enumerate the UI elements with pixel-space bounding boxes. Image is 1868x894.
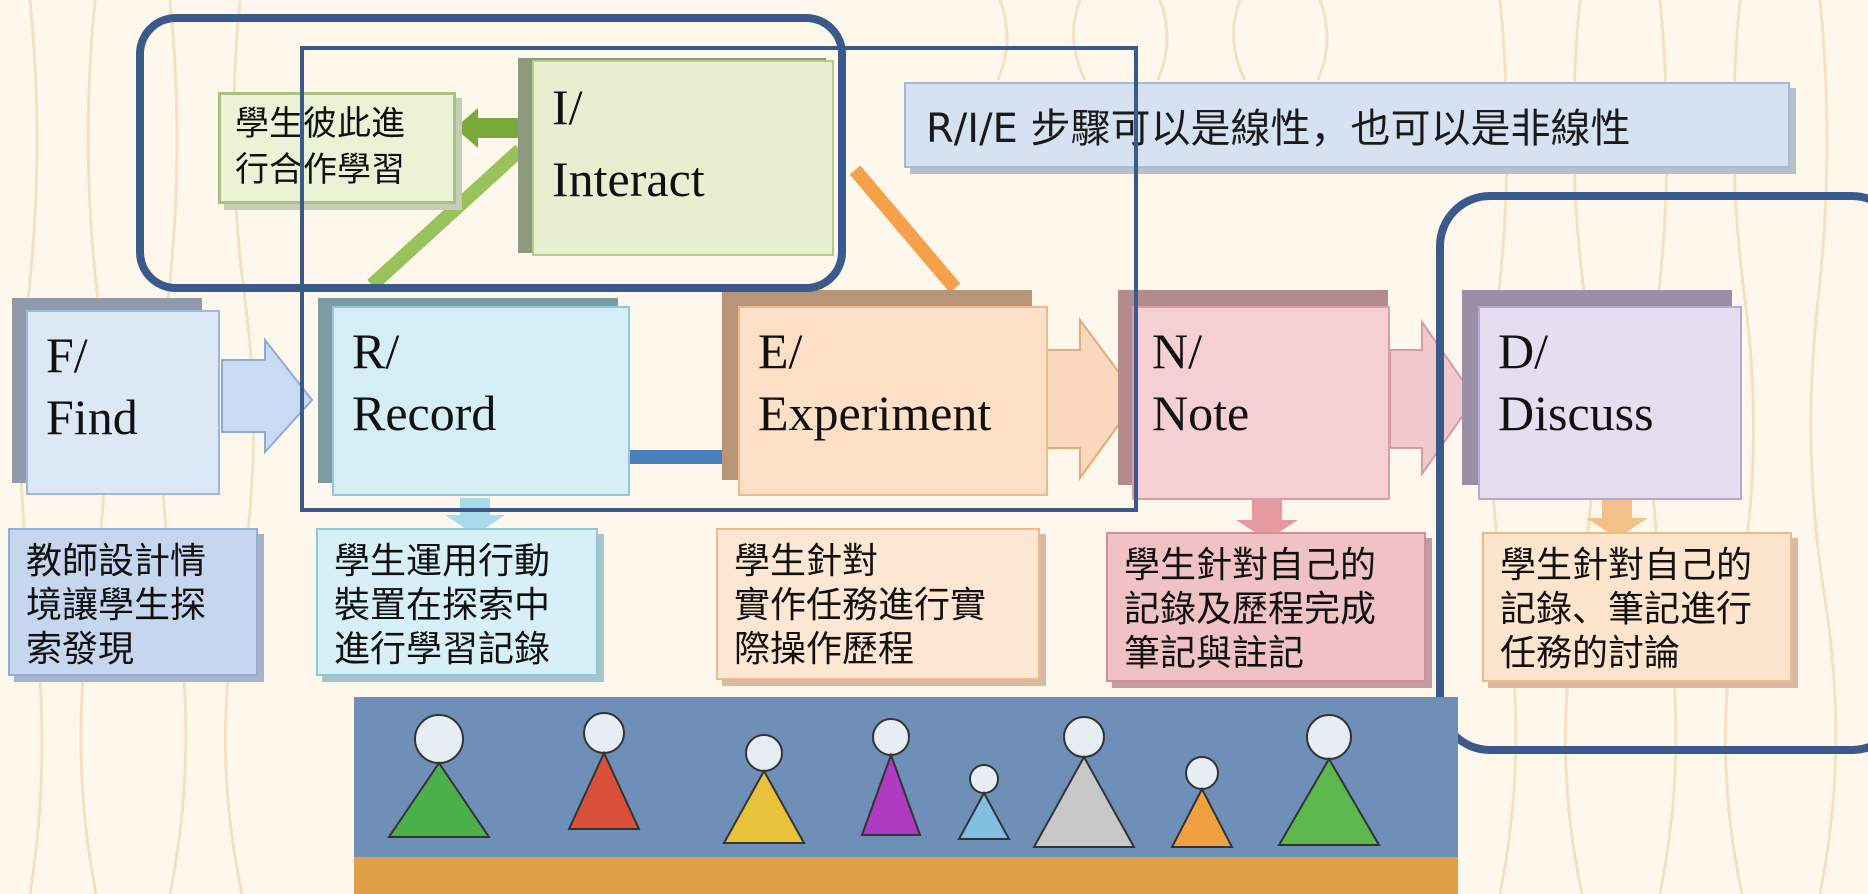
step-discuss: D/ Discuss (1478, 306, 1742, 500)
step-interact: I/ Interact (532, 60, 834, 256)
experiment-letter: E/ (758, 323, 803, 379)
interact-highlight-frame (136, 14, 846, 292)
record-desc-line: 學生運用行動 (334, 541, 551, 582)
interact-experiment-link (849, 165, 961, 293)
step-note: N/ Note (1132, 306, 1390, 500)
discuss-word: Discuss (1498, 385, 1654, 441)
record-letter: R/ (352, 323, 400, 379)
discuss-highlight-frame (1436, 192, 1868, 754)
find-desc: 教師設計情 境讓學生探 索發現 (8, 528, 258, 676)
experiment-desc-line: 際操作歷程 (734, 629, 915, 670)
record-down-arrow (445, 498, 505, 535)
note-letter: N/ (1152, 323, 1202, 379)
note-desc-line: 筆記與註記 (1124, 633, 1305, 674)
step-experiment: E/ Experiment (738, 306, 1048, 496)
record-desc-line: 進行學習記錄 (334, 629, 551, 670)
interact-note-arrow (455, 108, 525, 148)
find-word: Find (46, 389, 138, 445)
find-letter: F/ (46, 327, 88, 383)
note-desc-line: 記錄及歷程完成 (1124, 589, 1377, 630)
note-word: Note (1152, 385, 1250, 441)
discuss-desc: 學生針對自己的 記錄、筆記進行 任務的討論 (1482, 532, 1792, 682)
note-desc-line: 學生針對自己的 (1124, 545, 1377, 586)
interact-note-line: 學生彼此進 (235, 104, 405, 144)
interact-letter: I/ (552, 79, 583, 135)
interact-note: 學生彼此進 行合作學習 (218, 92, 456, 204)
discuss-desc-line: 學生針對自己的 (1500, 545, 1753, 586)
record-experiment-link (630, 450, 740, 464)
discuss-down-arrow (1586, 500, 1648, 538)
linearity-note: R/I/E 步驟可以是線性，也可以是非線性 (904, 82, 1790, 168)
find-desc-line: 教師設計情 (26, 541, 207, 582)
record-word: Record (352, 385, 497, 441)
note-desc: 學生針對自己的 記錄及歷程完成 筆記與註記 (1106, 532, 1426, 682)
interact-word: Interact (552, 151, 705, 207)
record-interact-link (367, 144, 525, 291)
experiment-note-arrow (1044, 316, 1140, 482)
interact-note-line: 行合作學習 (235, 150, 405, 190)
experiment-word: Experiment (758, 385, 992, 441)
find-record-arrow (221, 337, 314, 455)
experiment-desc: 學生針對 實作任務進行實 際操作歷程 (716, 528, 1040, 680)
discuss-desc-line: 記錄、筆記進行 (1500, 589, 1753, 630)
experiment-desc-line: 學生針對 (734, 541, 879, 582)
note-discuss-arrow (1389, 318, 1477, 478)
find-desc-line: 索發現 (26, 629, 135, 670)
record-desc-line: 裝置在探索中 (334, 585, 551, 626)
rie-frame (300, 46, 1138, 512)
discuss-desc-line: 任務的討論 (1500, 633, 1681, 674)
children-illustration (354, 697, 1458, 894)
note-down-arrow (1236, 500, 1298, 540)
find-desc-line: 境讓學生探 (26, 585, 207, 626)
discuss-letter: D/ (1498, 323, 1548, 379)
step-record: R/ Record (332, 306, 630, 496)
experiment-desc-line: 實作任務進行實 (734, 585, 987, 626)
step-find: F/ Find (26, 310, 220, 495)
record-desc: 學生運用行動 裝置在探索中 進行學習記錄 (316, 528, 598, 676)
